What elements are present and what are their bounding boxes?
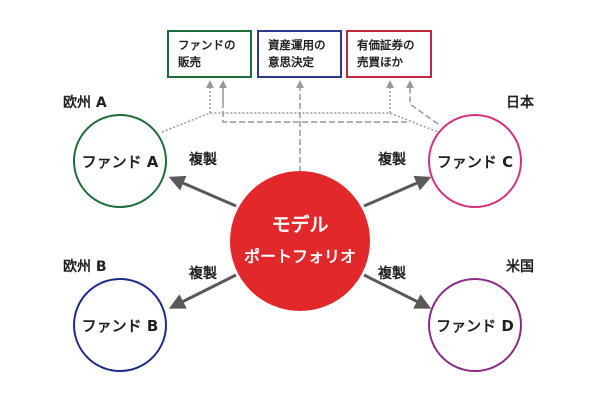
region-label-europe-a: 欧州 A: [63, 95, 107, 111]
box-securities-trading-line1: 有価証券の: [357, 38, 415, 52]
model-portfolio-label-line1: モデル: [271, 214, 329, 236]
fund-a-label: ファンド A: [81, 152, 159, 171]
dashed-line-fund-c: [406, 80, 439, 125]
model-portfolio-label-line2: ポートフォリオ: [243, 247, 356, 266]
fund-c-label: ファンド C: [436, 152, 514, 171]
box-fund-sales-line1: ファンドの: [178, 38, 236, 52]
copy-arrow-d: [363, 273, 432, 309]
fund-b-label: ファンド B: [81, 316, 159, 335]
copy-label-d: 複製: [378, 266, 406, 282]
box-asset-management: 資産運用の 意思決定: [257, 30, 342, 78]
copy-label-a: 複製: [189, 152, 217, 168]
box-asset-management-line1: 資産運用の: [268, 38, 326, 52]
dashed-line-top: [222, 84, 410, 123]
fund-b-node: ファンド B: [73, 278, 167, 372]
copy-arrow-a: [168, 175, 237, 208]
fund-d-label: ファンド D: [436, 316, 514, 335]
box-fund-sales: ファンドの 販売: [167, 30, 252, 78]
fund-a-node: ファンド A: [73, 114, 167, 208]
copy-label-b: 複製: [189, 266, 217, 282]
copy-arrow-b: [168, 273, 237, 309]
box-fund-sales-line2: 販売: [178, 55, 201, 69]
region-label-europe-b: 欧州 B: [63, 259, 107, 275]
model-portfolio-node: モデル ポートフォリオ: [230, 171, 370, 311]
fund-d-node: ファンド D: [428, 278, 522, 372]
region-label-us: 米国: [506, 259, 534, 275]
box-asset-management-line2: 意思決定: [268, 55, 314, 69]
box-securities-trading-line2: 売買ほか: [357, 55, 403, 69]
fund-c-node: ファンド C: [428, 114, 522, 208]
copy-label-c: 複製: [378, 152, 406, 168]
region-label-japan: 日本: [506, 95, 534, 111]
copy-arrow-c: [363, 175, 432, 208]
box-securities-trading: 有価証券の 売買ほか: [346, 30, 432, 78]
